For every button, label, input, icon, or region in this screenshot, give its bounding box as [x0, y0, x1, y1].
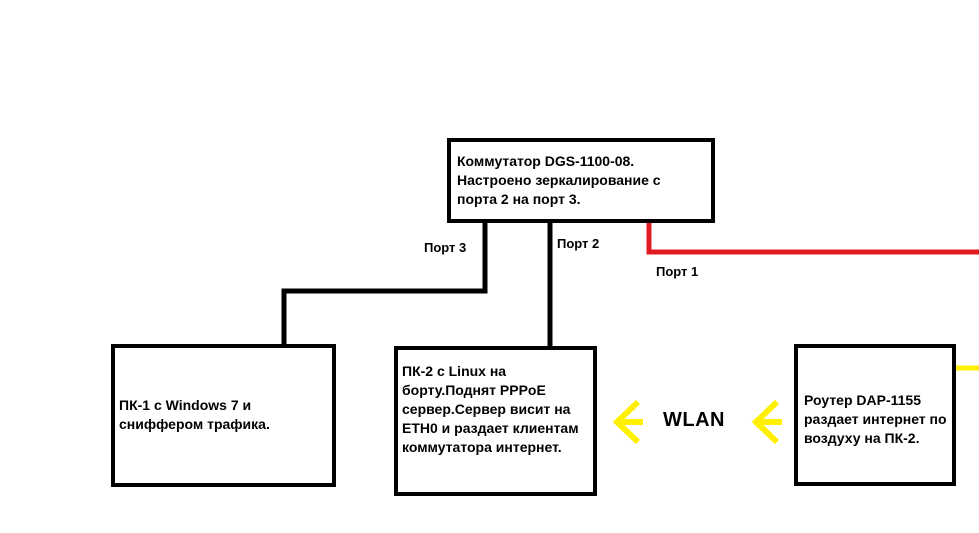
router-box: Роутер DAP-1155 раздает интернет по возд… [794, 344, 956, 486]
pc1-box: ПК-1 с Windows 7 и сниффером трафика. [111, 344, 336, 487]
port3-label: Порт 3 [424, 240, 467, 255]
port1-link [646, 222, 979, 255]
port1-label: Порт 1 [656, 264, 699, 279]
pc2-box: ПК-2 с Linux на борту.Поднят PPPoE серве… [394, 346, 597, 496]
pc1-text: ПК-1 с Windows 7 и сниффером трафика. [119, 397, 270, 432]
switch-box: Коммутатор DGS-1100-08. Настроено зеркал… [447, 138, 715, 223]
switch-text: Коммутатор DGS-1100-08. Настроено зеркал… [457, 153, 661, 207]
wlan-label: WLAN [663, 409, 725, 431]
pc2-text: ПК-2 с Linux на борту.Поднят PPPoE серве… [402, 363, 579, 455]
port2-label: Порт 2 [557, 236, 600, 251]
router-text: Роутер DAP-1155 раздает интернет по возд… [804, 392, 947, 446]
port3-link [281, 222, 488, 347]
